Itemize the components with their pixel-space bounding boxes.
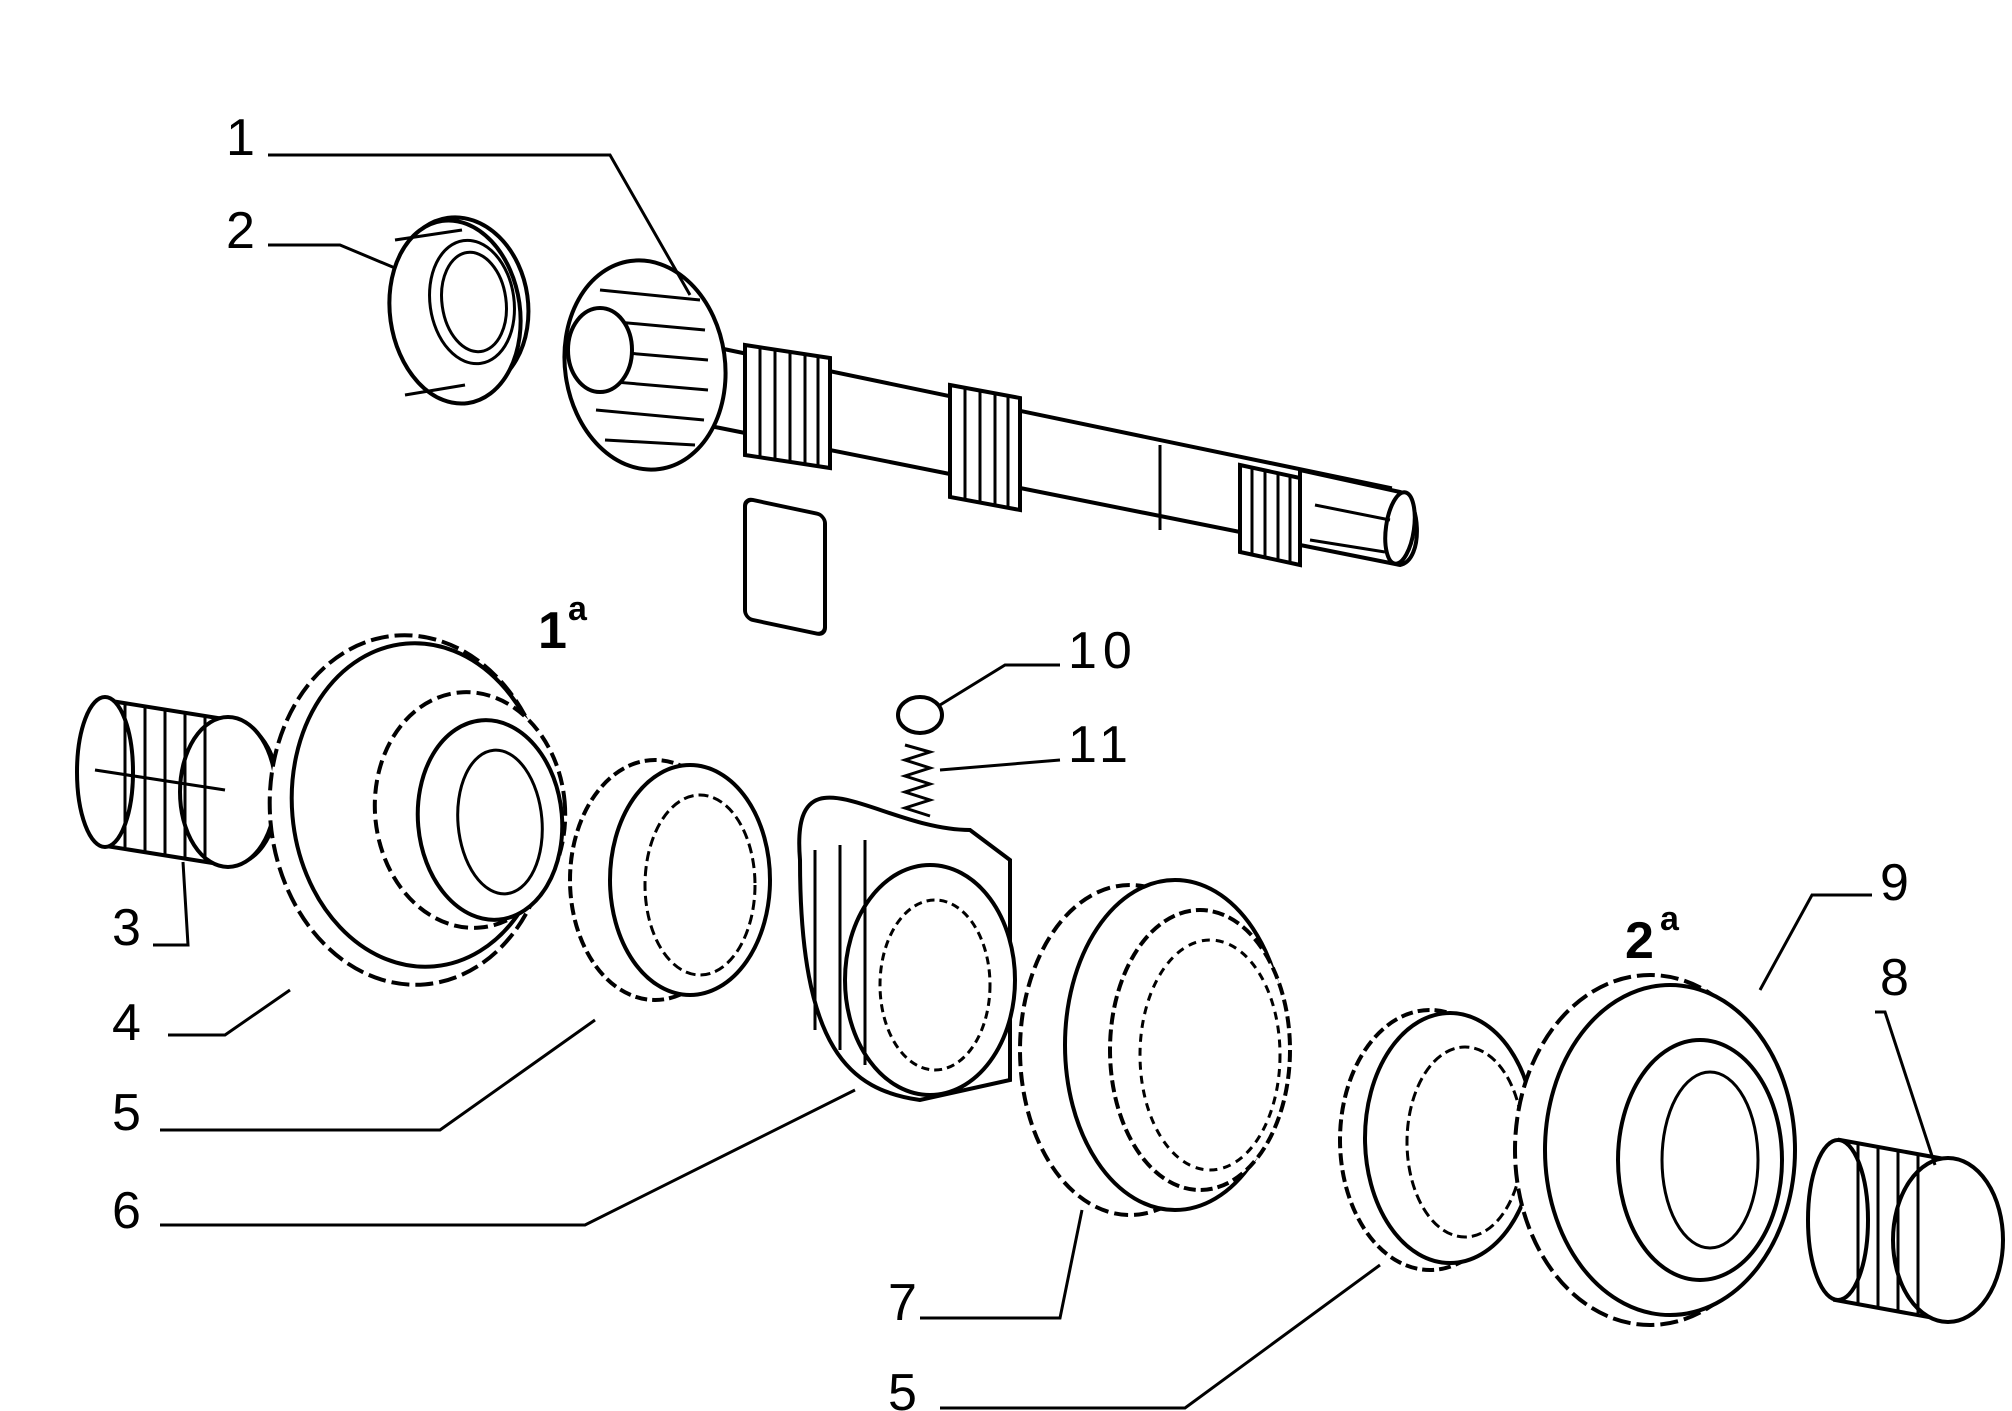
needle-bearing-part-3 [75,695,281,869]
synchro-ring-part-5-upper [568,758,772,1002]
gear-second-superscript: a [1660,900,1680,938]
callout-5-upper: 5 [112,1084,141,1142]
detent-ball-part-10 [896,695,944,735]
gear-first-number: 1 [538,602,567,660]
callout-labels: 1 2 3 4 5 6 7 5 8 9 10 11 [112,109,1909,1411]
callout-11: 11 [1068,716,1134,774]
callout-5-lower: 5 [888,1364,917,1411]
main-shaft-part-1 [562,258,1419,636]
gear-first-superscript: a [568,590,588,628]
synchro-hub-part-6 [797,795,1017,1103]
pinion-gear [562,258,728,472]
callout-9: 9 [1880,854,1909,912]
sliding-sleeve-part-7 [1018,878,1292,1217]
callout-7: 7 [888,1274,917,1332]
callout-10: 10 [1068,622,1138,680]
callout-6: 6 [112,1182,141,1240]
callout-8: 8 [1880,949,1909,1007]
callout-4: 4 [112,994,141,1052]
gear-second-number: 2 [1625,912,1654,970]
gear-designation-2nd: 2 a [1625,900,1680,970]
gear-1st-part-4 [267,633,568,987]
callout-1: 1 [226,109,255,167]
gear-designation-1st: 1 a [538,590,588,660]
needle-bearing-part-8 [1806,1137,2005,1324]
leader-lines [153,153,1937,1410]
callout-3: 3 [112,899,141,957]
callout-2: 2 [226,202,255,260]
shaft-spline-1 [743,497,827,636]
gear-2nd-part-9 [1513,973,1797,1327]
synchro-ring-part-5-lower [1338,1008,1537,1272]
detent-spring-part-11 [900,743,936,818]
bearing-part-2 [387,215,531,406]
